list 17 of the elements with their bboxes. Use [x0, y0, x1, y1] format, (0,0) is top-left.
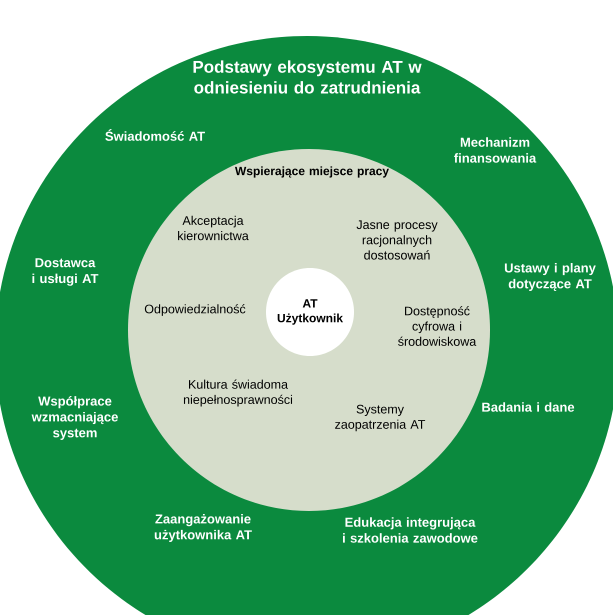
- label: Systemy zaopatrzenia AT: [335, 404, 426, 432]
- label: Świadomość AT: [105, 129, 205, 141]
- label: Badania i dane: [482, 402, 574, 412]
- heading: Wspierające miejsce pracy: [234, 166, 389, 178]
- label: Odpowiedzialność: [144, 304, 246, 316]
- label: AT Użytkownik: [278, 299, 344, 325]
- label: Dostawca i usługi AT: [32, 258, 98, 286]
- label: Mechanizm finansowania: [454, 137, 536, 163]
- label: Zaangażowanie użytkownika AT: [154, 514, 252, 542]
- label: Ustawy i plany dotyczące AT: [504, 263, 596, 291]
- label: Współprace wzmacniające system: [32, 396, 118, 440]
- label: Edukacja integrująca i szkolenia zawodowe: [343, 517, 478, 543]
- label: Jasne procesy racjonalnych dostosowań: [356, 220, 438, 260]
- label: Kultura świadoma niepełnosprawności: [184, 379, 292, 407]
- label: Akceptacja kierownictwa: [178, 216, 249, 240]
- heading: Podstawy ekosystemu AT w odniesieniu do zatrudnienia: [194, 60, 422, 94]
- label: Dostępność cyfrowa i środowiskowa: [398, 306, 476, 346]
